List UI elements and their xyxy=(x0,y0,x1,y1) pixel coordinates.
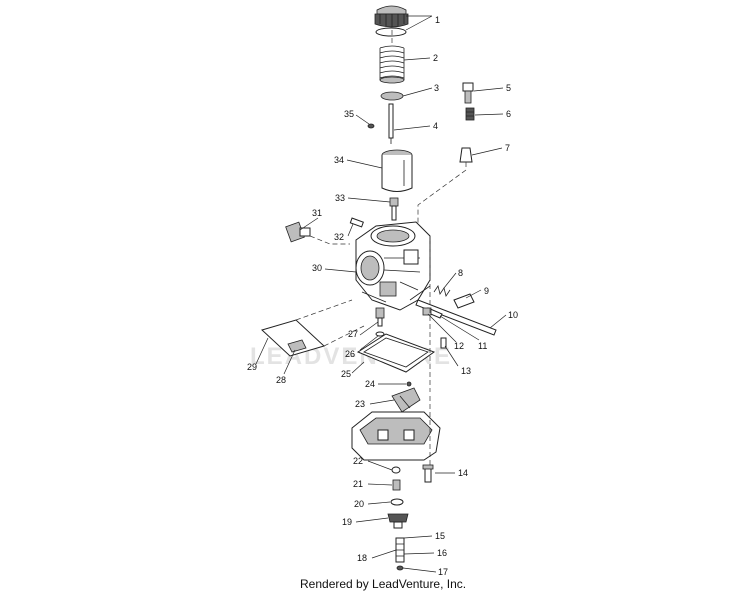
part-4-needle xyxy=(388,103,394,144)
callout-22: 22 xyxy=(353,456,363,466)
callout-2: 2 xyxy=(433,53,438,63)
callout-16: 16 xyxy=(437,548,447,558)
callout-21: 21 xyxy=(353,479,363,489)
callout-4: 4 xyxy=(433,121,438,131)
part-3-retainer xyxy=(380,91,404,101)
callout-9: 9 xyxy=(484,286,489,296)
callout-29: 29 xyxy=(247,362,257,372)
callout-numbers: 1 2 3 4 5 6 7 8 9 10 11 12 13 14 15 16 1… xyxy=(247,15,518,577)
callout-20: 20 xyxy=(354,499,364,509)
part-30-carburetor-body xyxy=(355,221,431,311)
float-bowl xyxy=(351,411,441,461)
callout-28: 28 xyxy=(276,375,286,385)
leader-lines xyxy=(255,15,507,573)
callout-18: 18 xyxy=(357,553,367,563)
part-7-boot xyxy=(459,147,473,163)
part-29-plate xyxy=(261,299,365,357)
part-25-gasket xyxy=(356,333,436,373)
part-12-jet xyxy=(422,307,432,316)
callout-12: 12 xyxy=(454,341,464,351)
callout-8: 8 xyxy=(458,268,463,278)
part-19-plug xyxy=(387,513,409,529)
callout-31: 31 xyxy=(312,208,322,218)
part-28-bracket xyxy=(287,339,307,353)
callout-35: 35 xyxy=(344,109,354,119)
part-18-jet-holder xyxy=(395,537,405,563)
part-14-bolt xyxy=(422,464,434,483)
callout-13: 13 xyxy=(461,366,471,376)
callout-25: 25 xyxy=(341,369,351,379)
part-1-cap xyxy=(374,5,409,37)
part-27-jet xyxy=(375,307,385,327)
part-35-clip xyxy=(367,123,375,129)
part-31-sensor xyxy=(285,221,350,245)
callout-30: 30 xyxy=(312,263,322,273)
callout-32: 32 xyxy=(334,232,344,242)
cable-path xyxy=(417,162,467,230)
callout-3: 3 xyxy=(434,83,439,93)
callout-19: 19 xyxy=(342,517,352,527)
credit-text: Rendered by LeadVenture, Inc. xyxy=(300,577,466,591)
callout-23: 23 xyxy=(355,399,365,409)
part-23-float xyxy=(391,387,421,413)
part-26-washer xyxy=(375,331,385,337)
part-20-oring xyxy=(390,498,404,506)
callout-27: 27 xyxy=(348,329,358,339)
callout-33: 33 xyxy=(335,193,345,203)
part-13-pin xyxy=(440,337,447,349)
part-32-pin xyxy=(349,217,364,228)
callout-15: 15 xyxy=(435,531,445,541)
part-8-spring xyxy=(433,285,451,297)
part-21-screw xyxy=(392,479,401,491)
callout-34: 34 xyxy=(334,155,344,165)
part-10-rod xyxy=(415,299,497,336)
callout-1: 1 xyxy=(435,15,440,25)
callout-5: 5 xyxy=(506,83,511,93)
part-22-washer xyxy=(391,466,401,474)
callout-24: 24 xyxy=(365,379,375,389)
parts-artwork xyxy=(261,5,497,571)
part-33-screw xyxy=(389,197,399,221)
part-5-adjuster xyxy=(462,82,474,104)
callout-14: 14 xyxy=(458,468,468,478)
part-17-washer xyxy=(396,565,404,571)
callout-7: 7 xyxy=(505,143,510,153)
callout-10: 10 xyxy=(508,310,518,320)
part-34-slide xyxy=(381,149,413,192)
callout-26: 26 xyxy=(345,349,355,359)
part-6-nut xyxy=(465,107,475,121)
callout-17: 17 xyxy=(438,567,448,577)
callout-11: 11 xyxy=(478,341,487,351)
part-9-screw xyxy=(453,293,475,309)
part-2-spring xyxy=(379,45,405,84)
callout-6: 6 xyxy=(506,109,511,119)
part-24-pin xyxy=(406,381,412,387)
